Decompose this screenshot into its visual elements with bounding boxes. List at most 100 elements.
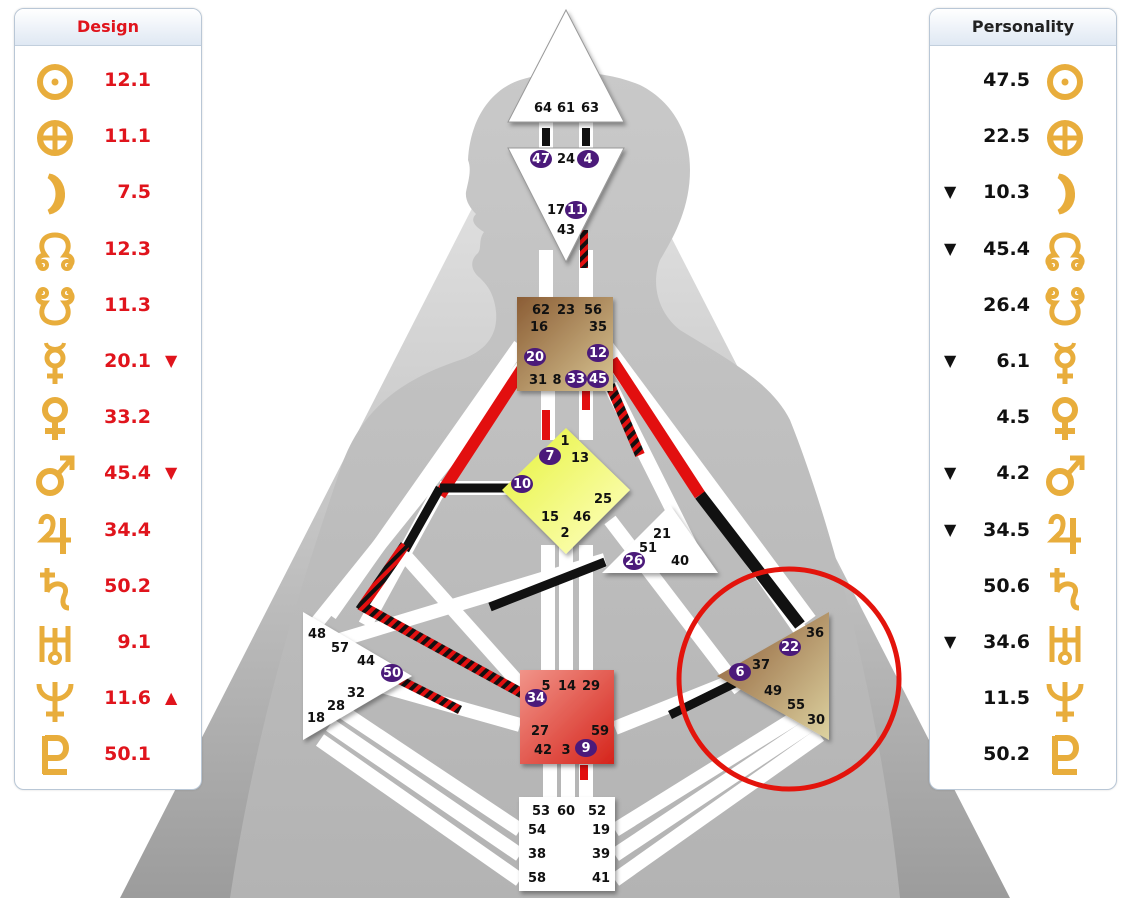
gate-number: 9 (581, 741, 590, 756)
planet-value: 11.6 (104, 687, 151, 710)
gate-badge (779, 638, 801, 656)
down-arrow-icon: ▼ (944, 182, 957, 202)
planet-value: 10.3 (983, 181, 1030, 204)
design-row: 50.2 (15, 562, 201, 618)
planet-value: 12.3 (104, 237, 151, 260)
neptune-icon (1043, 674, 1087, 726)
gate-number: 12 (589, 346, 607, 361)
planet-value: 4.2 (996, 462, 1030, 485)
gate-number: 31 (529, 373, 547, 388)
south-node-icon (1043, 281, 1087, 333)
down-arrow-icon: ▼ (165, 351, 178, 370)
gate-number: 18 (307, 711, 325, 726)
mercury-icon (33, 337, 77, 389)
gate-number: 48 (308, 627, 326, 642)
gate-number: 42 (534, 743, 552, 758)
center-ajna (507, 147, 625, 264)
south-node-icon (33, 281, 77, 333)
gate-number: 17 (547, 203, 565, 218)
center-sacral (520, 670, 614, 764)
design-header: Design (15, 9, 201, 46)
personality-row: 47.5 (930, 56, 1116, 112)
venus-icon (33, 393, 77, 445)
personality-header: Personality (930, 9, 1116, 46)
design-row: 11.3 (15, 281, 201, 337)
gate-number: 35 (589, 320, 607, 335)
planet-value: 33.2 (104, 406, 151, 429)
uranus-icon (1043, 618, 1087, 670)
sun-icon (33, 56, 77, 108)
gate-number: 33 (567, 372, 585, 387)
personality-row: 34.6▼ (930, 618, 1116, 674)
personality-row: 22.5 (930, 112, 1116, 168)
down-arrow-icon: ▼ (944, 632, 957, 651)
gate-number: 61 (557, 101, 575, 116)
gate-number: 14 (558, 679, 576, 694)
center-root (519, 797, 615, 891)
gate-badge (623, 552, 645, 570)
gate-number: 60 (557, 804, 575, 819)
gate-number: 26 (625, 554, 643, 569)
moon-icon (33, 168, 77, 220)
personality-row: 4.5 (930, 393, 1116, 449)
gate-number: 7 (545, 449, 554, 464)
saturn-icon (33, 562, 77, 614)
gate-number: 28 (327, 699, 345, 714)
personality-row: 50.6 (930, 562, 1116, 618)
pluto-icon (33, 730, 77, 782)
gate-badge (587, 344, 609, 362)
gate-number: 46 (573, 510, 591, 525)
personality-row: 26.4 (930, 281, 1116, 337)
gate-number: 6 (735, 665, 744, 680)
saturn-icon (1043, 562, 1087, 614)
design-row: 34.4 (15, 506, 201, 562)
earth-icon (33, 112, 77, 164)
gate-number: 2 (560, 526, 569, 541)
sun-icon (1043, 56, 1087, 108)
down-arrow-icon: ▼ (944, 351, 957, 370)
planet-value: 6.1 (996, 350, 1030, 372)
planet-value: 26.4 (983, 293, 1030, 316)
planet-value: 20.1 (104, 350, 151, 372)
gate-number: 58 (528, 871, 546, 886)
gate-number: 24 (557, 152, 575, 167)
planet-value: 50.2 (104, 574, 151, 597)
uranus-icon (33, 618, 77, 670)
moon-icon (1043, 168, 1087, 220)
planet-value: 4.5 (996, 406, 1030, 429)
design-row: 9.1 (15, 618, 201, 674)
gate-number: 3 (561, 743, 570, 758)
planet-value: 9.1 (117, 631, 151, 653)
mars-icon (1043, 449, 1087, 501)
gate-number: 39 (592, 847, 610, 862)
gate-number: 10 (513, 477, 531, 492)
down-arrow-icon: ▼ (944, 519, 957, 539)
gate-badge (511, 475, 533, 493)
neptune-icon (33, 674, 77, 726)
pluto-icon (1043, 730, 1087, 782)
design-row: 20.1 ▼ (15, 337, 201, 393)
planet-value: 34.4 (104, 518, 151, 541)
channels (309, 120, 825, 886)
center-solar-plexus (717, 612, 829, 740)
gate-badge (565, 370, 587, 388)
jupiter-icon (33, 506, 77, 558)
personality-row: 4.2▼ (930, 449, 1116, 505)
gate-number: 34 (527, 691, 545, 706)
gate-number: 63 (581, 101, 599, 116)
design-row: 11.6▲ (15, 674, 201, 730)
gate-badge (525, 689, 547, 707)
gate-number: 19 (592, 823, 610, 838)
venus-icon (1043, 393, 1087, 445)
north-node-icon (33, 225, 77, 277)
gate-number: 62 (532, 303, 550, 318)
gate-number: 8 (552, 373, 561, 388)
planet-value: 50.2 (983, 743, 1030, 766)
gate-number: 40 (671, 554, 689, 569)
design-row: 50.1 (15, 730, 201, 786)
gate-number: 47 (532, 152, 550, 167)
gate-number: 49 (764, 684, 782, 699)
